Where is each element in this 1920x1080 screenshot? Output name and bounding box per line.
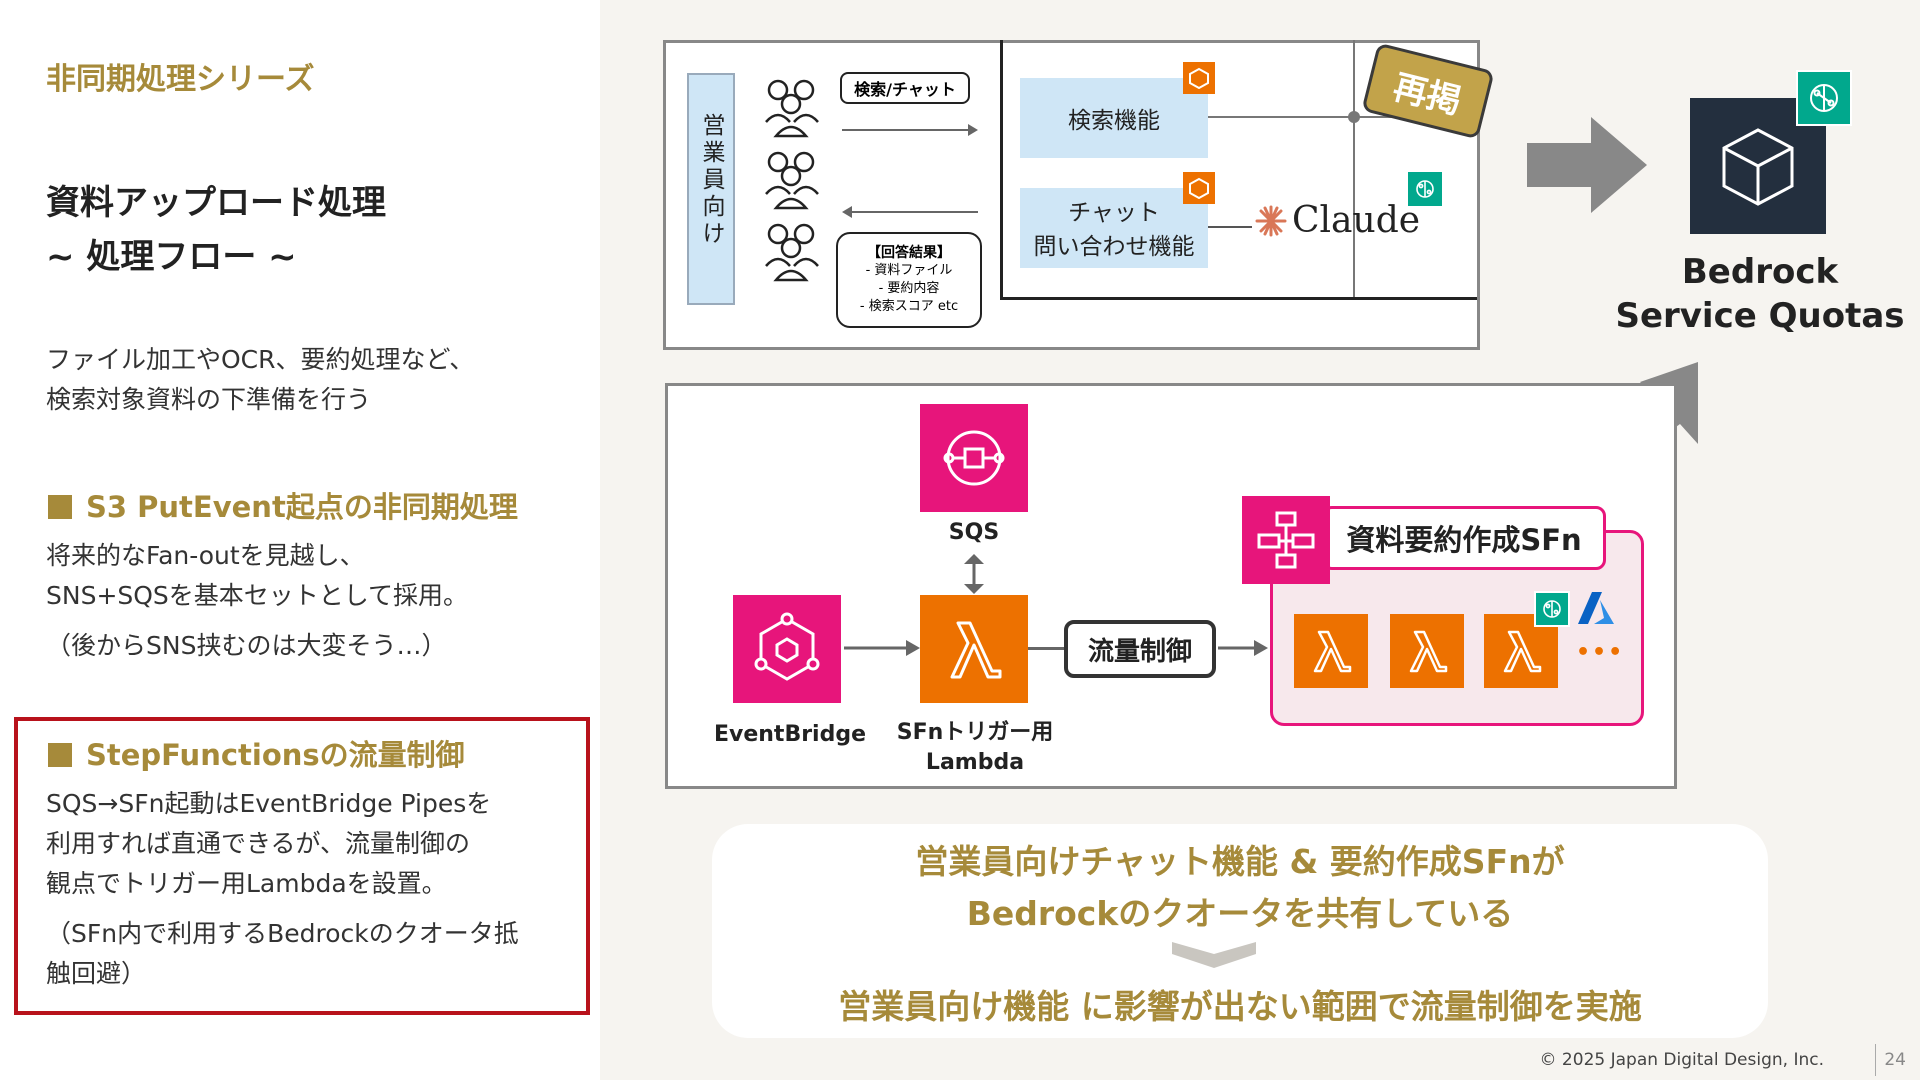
azure-icon [1578,592,1614,624]
section1-line1: 将来的なFan-outを見越し、 [46,541,365,570]
bedrock-brain-icon [1408,172,1442,206]
search-function-label: 検索機能 [1068,108,1160,134]
summary-line2: Bedrockのクオータを共有している [966,894,1514,933]
flow-arrow-icon [844,640,920,656]
page-title: 資料アップロード処理 ~ 処理フロー ~ [46,176,386,284]
flow-control-box: 流量制御 [1064,620,1216,678]
trigger-lambda-label: SFnトリガー用 Lambda [880,718,1070,778]
intro-text: ファイル加工やOCR、要約処理など、 検索対象資料の下準備を行う [46,340,474,420]
request-arrow-icon [842,124,978,136]
section2-heading: StepFunctionsの流量制御 [48,732,465,774]
section1-heading-text: S3 PutEvent起点の非同期処理 [86,490,518,524]
claude-label: Claude [1292,200,1421,241]
title-line1: 資料アップロード処理 [46,183,386,223]
eventbridge-service-icon [733,595,841,703]
connector-line [1353,40,1355,297]
chevron-down-icon [1172,942,1256,968]
section1-heading: S3 PutEvent起点の非同期処理 [48,484,518,526]
connector-line [1208,116,1475,118]
summary-text: 営業員向けチャット機能 & 要約作成SFnが Bedrockのクオータを共有して… [712,836,1768,940]
more-ellipsis: ••• [1576,640,1625,665]
republished-label: 再掲 [1389,66,1465,123]
highlight-box [14,717,590,1015]
section2-heading-text: StepFunctionsの流量制御 [86,738,465,772]
trigger-line1: SFnトリガー用 [896,720,1054,745]
ecs-icon [1183,172,1215,204]
summary-line1: 営業員向けチャット機能 & 要約作成SFnが [915,842,1565,881]
intro-line1: ファイル加工やOCR、要約処理など、 [46,345,475,374]
section2-line1: SQS→SFn起動はEventBridge Pipesを [46,789,492,818]
chat-line1: チャット [1068,200,1160,226]
response-arrow-icon [842,206,978,218]
stepfunctions-service-icon [1242,496,1330,584]
search-chat-bubble-text: 検索/チャット [854,80,956,99]
section2-body: SQS→SFn起動はEventBridge Pipesを 利用すれば直通できるが… [46,784,519,994]
answer-item: - 要約内容 [878,281,940,296]
section2-line5: 触回避） [46,959,147,988]
bullet-square-icon [48,495,72,519]
ecs-icon [1183,62,1215,94]
answer-title: 【回答結果】 [867,245,951,261]
search-function-box: 検索機能 [1020,78,1208,158]
title-line2: ~ 処理フロー ~ [46,237,297,277]
section1-body: 将来的なFan-outを見越し、 SNS+SQSを基本セットとして採用。 （後か… [46,536,468,666]
series-label: 非同期処理シリーズ [46,62,315,97]
footer-divider [1875,1044,1876,1076]
connector-line [1208,226,1252,228]
answer-bubble: 【回答結果】 - 資料ファイル - 要約内容 - 検索スコア etc [836,232,982,328]
eventbridge-label: EventBridge [713,722,867,747]
sqs-label: SQS [948,520,1000,545]
connector-line [1028,647,1064,650]
bedrock-brain-icon [1534,591,1570,627]
divider-line [1000,40,1003,300]
sqs-service-icon [920,404,1028,512]
trigger-line2: Lambda [925,750,1025,775]
right-arrow-icon [1527,117,1647,213]
bedrock-brain-icon [1796,70,1852,126]
sales-label-box: 営業員向け [687,73,735,305]
sfn-title-box: 資料要約作成SFn [1322,506,1606,570]
section2-line4: （SFn内で利用するBedrockのクオータ抵 [46,919,519,948]
left-panel: 非同期処理シリーズ 資料アップロード処理 ~ 処理フロー ~ ファイル加工やOC… [0,0,600,1080]
flow-control-label: 流量制御 [1087,636,1192,667]
bedrock-line1: Bedrock [1681,252,1839,292]
bedrock-line2: Service Quotas [1615,296,1905,336]
lambda-service-icon [1294,614,1368,688]
claude-spark-icon [1255,205,1287,236]
summary-conclusion: 営業員向け機能 に影響が出ない範囲で流量制御を実施 [838,987,1642,1026]
sfn-title: 資料要約作成SFn [1346,523,1582,557]
divider-line [1000,297,1477,300]
lambda-service-icon [920,595,1028,703]
answer-item: - 資料ファイル [865,263,953,278]
chat-function-box: チャット 問い合わせ機能 [1020,188,1208,268]
bedrock-quotas-label: Bedrock Service Quotas [1610,250,1910,338]
page-number: 24 [1884,1050,1906,1070]
flow-arrow-icon [1218,640,1268,656]
section2-line3: 観点でトリガー用Lambdaを設置。 [46,869,447,898]
lambda-service-icon [1390,614,1464,688]
chat-line2: 問い合わせ機能 [1033,234,1195,260]
bullet-square-icon [48,743,72,767]
answer-item: - 検索スコア etc [859,299,959,314]
section2-line2: 利用すれば直通できるが、流量制御の [46,829,471,858]
users-icon [765,79,819,282]
copyright: © 2025 Japan Digital Design, Inc. [1539,1050,1824,1070]
intro-line2: 検索対象資料の下準備を行う [46,385,372,414]
sales-label: 営業員向け [698,113,724,248]
section1-line3: （後からSNS挟むのは大変そう…） [46,631,447,660]
junction-dot [1348,111,1360,123]
summary-box [712,824,1768,1038]
claude-logo: Claude [1254,200,1420,241]
section1-line2: SNS+SQSを基本セットとして採用。 [46,581,469,610]
bidirectional-arrow-icon [964,554,984,594]
search-chat-bubble: 検索/チャット [840,72,970,104]
